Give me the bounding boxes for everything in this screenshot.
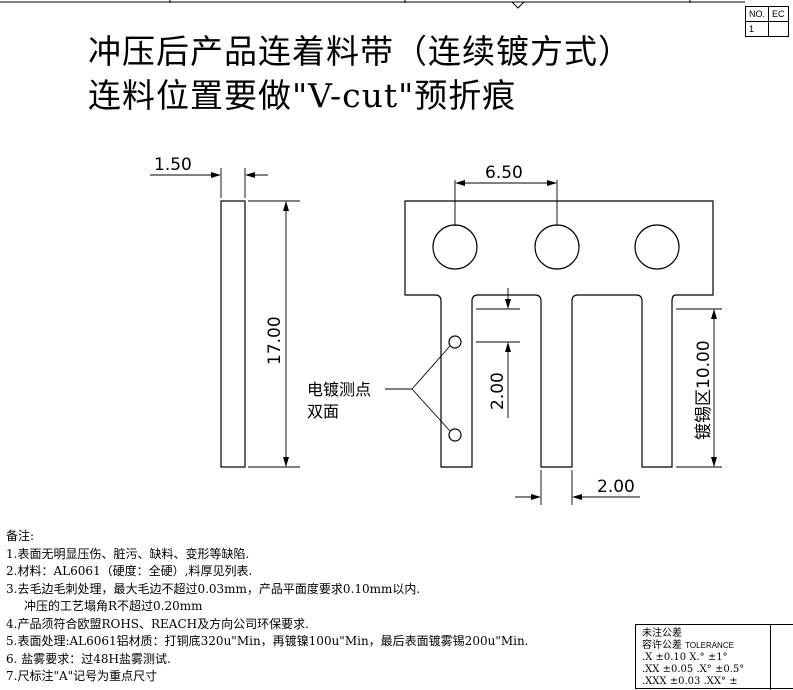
arrow-height-top (283, 201, 289, 211)
tol-key: .XX (642, 664, 660, 675)
part-outline (404, 200, 714, 468)
tol-val: ±0.5° (714, 664, 745, 675)
tol-key: .X° (696, 664, 712, 675)
arrow-pin-right (572, 494, 582, 500)
tol-val: ±1° (707, 652, 728, 663)
test-point-sublabel: 双面 (307, 402, 339, 421)
test-leader-top (411, 345, 451, 390)
arrow-height-bottom (283, 457, 289, 467)
tol-val: ±0.10 (655, 652, 687, 663)
dim-plating-text: 镀锡区10.00 (694, 340, 714, 440)
rev-header-no: NO. (744, 6, 770, 22)
tol-val: ±0.05 (662, 664, 694, 675)
tolerance-divider (770, 625, 771, 690)
notes-block: 备注: 1.表面无明显压伤、脏污、缺料、变形等缺陷. 2.材料：AL6061（硬… (6, 528, 529, 686)
arrow-seg-top (505, 299, 511, 309)
tolerance-row: .X ±0.10 X.° ±1° (642, 652, 787, 664)
tolerance-heading-cn: 容许公差 (642, 640, 682, 651)
technical-drawing: 1.50 6.50 17.00 2.00 2.00 镀锡区10.00 电镀测点 … (150, 155, 722, 505)
note-item: 7.尺标注"A"记号为重点尺寸 (6, 669, 158, 683)
tol-key: X.° (689, 652, 705, 663)
side-view-bar (220, 200, 246, 468)
tol-val: ±0.03 (669, 676, 701, 687)
note-item: 2.材料：AL6061（硬度：全硬）,料厚见列表. (6, 564, 253, 578)
notes-heading: 备注: (6, 529, 35, 543)
tol-key: .XX° (703, 676, 726, 687)
tolerance-heading-en: TOLERANCE (685, 641, 734, 650)
pilot-hole-2 (534, 224, 580, 270)
note-item: 6. 盐雾要求：过48H盐雾测试. (6, 651, 171, 666)
pilot-hole-3 (634, 224, 680, 270)
tol-key: .X (642, 652, 653, 663)
tol-val: ± (729, 676, 738, 687)
test-leader-bottom (411, 388, 451, 432)
tolerance-row: .XXX ±0.03 .XX° ± (642, 676, 787, 688)
arrow-pitch-left (455, 180, 465, 186)
tolerance-row: .XX ±0.05 .X° ±0.5° (642, 664, 787, 676)
arrow-pin-left (531, 494, 541, 500)
note-item: 5.表面处理:AL6061铝材质：打铜底320u"Min，再镀镍100u"Min… (6, 634, 529, 648)
rev-cell-no: 1 (744, 21, 770, 37)
arrow-plating-bottom (711, 457, 717, 467)
title-line-1: 冲压后产品连着料带（连续镀方式） (88, 32, 632, 71)
arrow-thick-right (245, 172, 255, 178)
frame-top (0, 0, 745, 9)
note-item: 3.去毛边毛刺处理，最大毛边不超过0.03mm，产品平面度要求0.10mm以内. (6, 581, 421, 596)
pilot-hole-1 (432, 224, 478, 270)
test-point-top (448, 335, 462, 349)
dim-segment-text: 2.00 (488, 372, 508, 410)
arrow-pitch-right (547, 180, 557, 186)
note-item: 1.表面无明显压伤、脏污、缺料、变形等缺陷. (6, 546, 250, 561)
arrow-plating-top (711, 309, 717, 319)
title-line-2: 连料位置要做"V-cut"预折痕 (88, 76, 517, 115)
dim-height-text: 17.00 (265, 316, 285, 365)
note-item: 4.产品须符合欧盟ROHS、REACH及方向公司环保要求. (6, 616, 309, 631)
dim-thickness-text: 1.50 (154, 155, 192, 175)
dim-pin-width-text: 2.00 (597, 477, 635, 497)
arrow-seg-bottom (505, 342, 511, 352)
tolerance-heading-2: 容许公差 TOLERANCE (642, 640, 787, 652)
tolerance-block: 未注公差 容许公差 TOLERANCE .X ±0.10 X.° ±1° .XX… (635, 624, 793, 690)
tol-key: .XXX (642, 676, 667, 687)
test-point-label: 电镀测点 (307, 380, 371, 399)
rev-cell-ec (768, 21, 789, 37)
arrow-thick-left (211, 172, 221, 178)
revision-table: NO. EC 1 (744, 6, 789, 37)
tolerance-heading-1: 未注公差 (642, 628, 682, 639)
dim-pitch-text: 6.50 (485, 163, 523, 183)
test-point-bottom (448, 428, 462, 442)
note-item: 冲压的工艺塌角R不超过0.20mm (24, 599, 203, 613)
